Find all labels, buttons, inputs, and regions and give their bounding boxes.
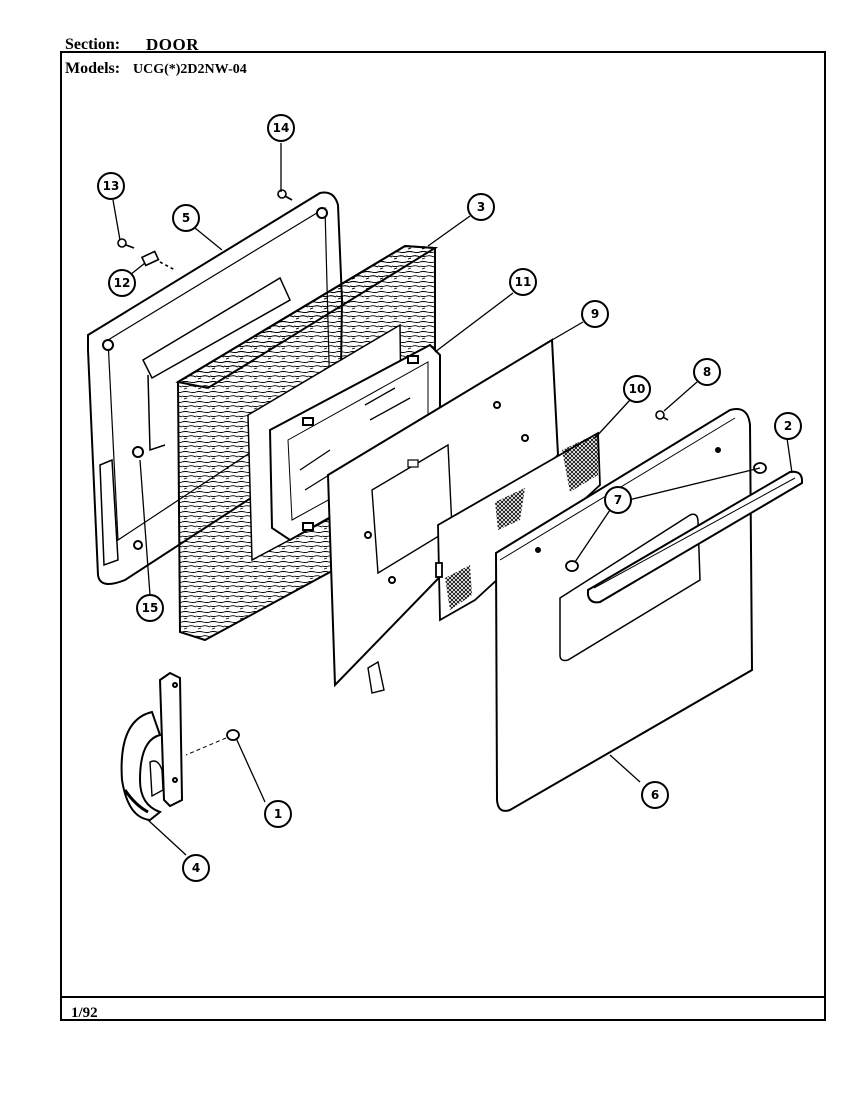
handle-part — [587, 470, 804, 604]
svg-text:9: 9 — [591, 307, 599, 321]
hinge-part — [120, 671, 184, 822]
callout-12: 12 — [108, 269, 136, 297]
callout-11: 11 — [509, 268, 537, 296]
hinge-screw-part — [185, 729, 240, 756]
small-screw-part — [655, 410, 669, 421]
section-value: DOOR — [146, 35, 199, 54]
mesh-sheet-part — [435, 431, 601, 622]
callout-4: 4 — [182, 854, 210, 882]
svg-text:12: 12 — [114, 276, 131, 290]
svg-text:2: 2 — [784, 419, 792, 433]
callout-1: 1 — [264, 800, 292, 828]
callout-15: 15 — [136, 594, 164, 622]
models-label: Models: — [65, 60, 121, 77]
page-frame — [60, 51, 826, 1021]
svg-text:1: 1 — [274, 807, 282, 821]
callout-markers: 1 2 3 4 5 6 7 8 — [97, 114, 802, 882]
svg-text:10: 10 — [629, 382, 646, 396]
svg-text:3: 3 — [477, 200, 485, 214]
models-value: UCG(*)2D2NW-04 — [133, 62, 247, 77]
callout-6: 6 — [641, 781, 669, 809]
callout-10: 10 — [623, 375, 651, 403]
leader-lines — [112, 143, 793, 856]
svg-text:14: 14 — [273, 121, 290, 135]
callout-7: 7 — [604, 486, 632, 514]
callout-8: 8 — [693, 358, 721, 386]
svg-text:7: 7 — [614, 493, 622, 507]
revision-date: 1/92 — [71, 1005, 98, 1021]
callout-13: 13 — [97, 172, 125, 200]
svg-text:8: 8 — [703, 365, 711, 379]
callout-14: 14 — [267, 114, 295, 142]
svg-text:11: 11 — [515, 275, 532, 289]
svg-text:5: 5 — [182, 211, 190, 225]
callout-3: 3 — [467, 193, 495, 221]
svg-text:13: 13 — [103, 179, 120, 193]
callout-5: 5 — [172, 204, 200, 232]
callout-9: 9 — [581, 300, 609, 328]
liner-fasteners-part — [117, 189, 293, 271]
svg-text:15: 15 — [142, 601, 159, 615]
svg-text:6: 6 — [651, 788, 659, 802]
callout-2: 2 — [774, 412, 802, 440]
svg-text:4: 4 — [192, 861, 200, 875]
section-label: Section: — [65, 36, 121, 53]
